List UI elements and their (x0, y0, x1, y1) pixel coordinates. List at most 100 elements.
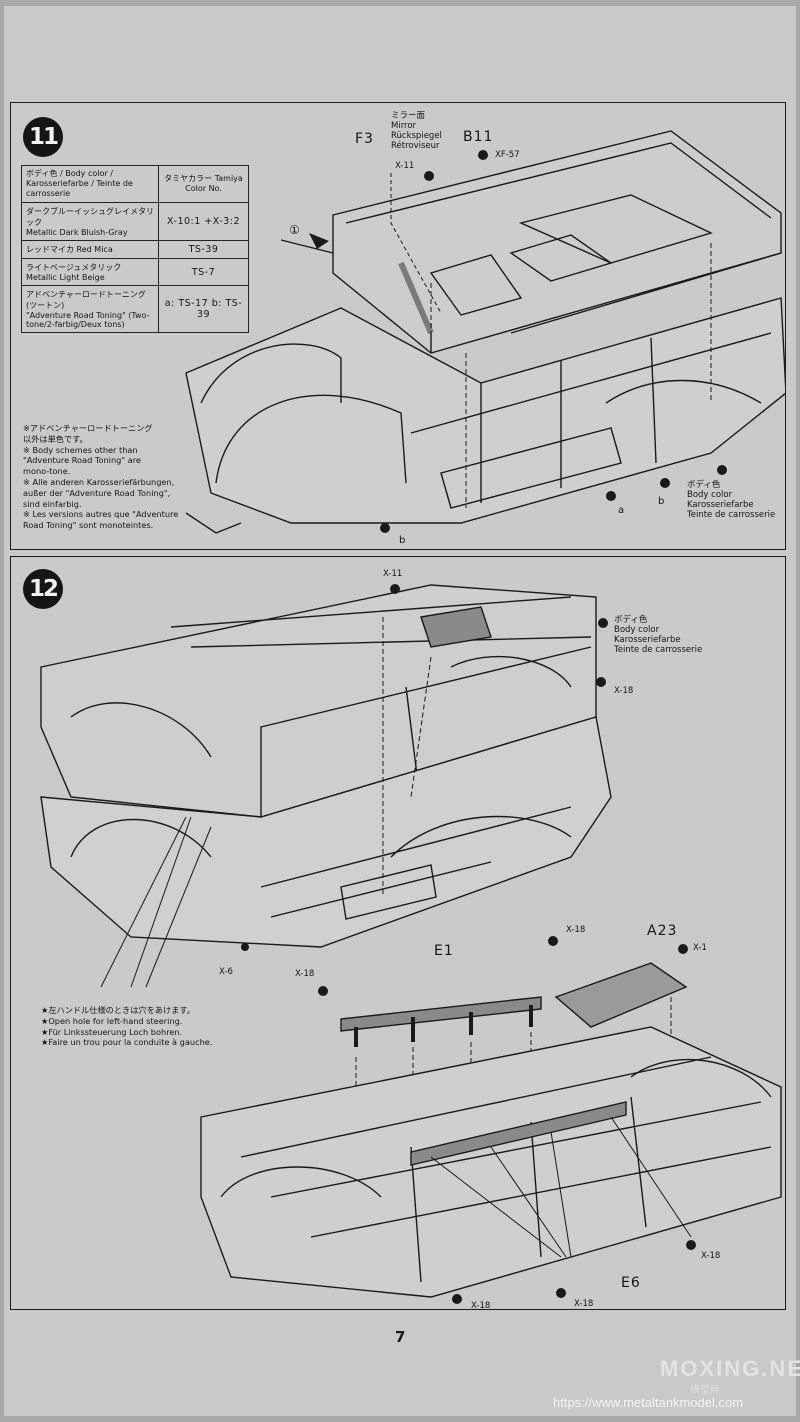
paint-dot-icon (548, 936, 558, 946)
color-name: "Adventure Road Toning" (Two-tone/2-farb… (26, 311, 150, 329)
paint-dot-icon (390, 584, 400, 594)
note-line: ※アドベンチャーロードトーニング (23, 423, 153, 433)
header-body-color: ボディ色 / Body color / Karosseriefarbe / Te… (21, 165, 159, 203)
paint-dot-icon (686, 1240, 696, 1250)
color-value: X-10:1 +X-3:2 (158, 202, 249, 241)
note-line: außer der "Adventure Road Toning", (23, 487, 171, 498)
color-row: アドベンチャーロードトーニング (ツートン) "Adventure Road T… (21, 285, 249, 333)
paint-dot-icon (424, 171, 434, 181)
color-name-cell: ダークブルーイッシュグレイメタリック Metallic Dark Bluish-… (21, 202, 159, 241)
color-row: ダークブルーイッシュグレイメタリック Metallic Dark Bluish-… (21, 202, 249, 241)
paint-dot-icon (596, 677, 606, 687)
part-e6-label: E6 (621, 1275, 641, 1291)
paint-dot-icon (678, 944, 688, 954)
step-12-panel: 12 (10, 556, 786, 1311)
color-b-label-bottom: b (399, 535, 406, 546)
x11-paint-label: X-11 (383, 569, 403, 579)
part-b11-label: B11 (463, 129, 494, 145)
color-value: a: TS-17 b: TS-39 (158, 285, 249, 333)
part-e6-bar (410, 1101, 627, 1166)
mirror-en: Mirror (391, 121, 417, 131)
step-11-panel: 11 ボディ色 / Body color / Karosseriefarbe /… (10, 102, 786, 550)
color-name: Metallic Light Beige (26, 273, 105, 282)
x6-paint-label: X-6 (219, 967, 233, 977)
x1-paint-label: X-1 (693, 943, 707, 953)
note-line: ※ Alle anderen Karosseriefärbungen, (23, 476, 175, 487)
body-color-jp: ボディ色 (614, 615, 648, 625)
color-table-header: ボディ色 / Body color / Karosseriefarbe / Te… (21, 165, 249, 203)
part-e1-label: E1 (434, 943, 454, 959)
x11-paint-label: X-11 (395, 161, 415, 171)
body-color-label: ボディ色 Body color Karosseriefarbe Teinte d… (687, 480, 775, 520)
note-line: ★Open hole for left-hand steering. (41, 1015, 183, 1026)
note-line: ★Für Linkssteuerung Loch bohren. (41, 1026, 183, 1037)
x18-bottom-mid-label: X-18 (574, 1299, 594, 1309)
body-color-jp: ボディ色 (687, 480, 721, 490)
interior-tub-rim (345, 142, 772, 224)
paint-dot-icon (318, 986, 328, 996)
step-12-number: 12 (23, 569, 63, 609)
paint-dot-icon (717, 465, 727, 475)
xf57-paint-label: XF-57 (495, 150, 520, 160)
lower-shell-outline (40, 716, 612, 948)
body-color-de: Karosseriefarbe (687, 500, 754, 510)
header-tamiya-color: タミヤカラー Tamiya Color No. (158, 165, 249, 203)
body-color-fr: Teinte de carrosserie (687, 510, 776, 520)
body-color-en: Body color (614, 625, 660, 635)
x18-bottom-right-label: X-18 (701, 1251, 721, 1261)
body-color-label: ボディ色 Body color Karosseriefarbe Teinte d… (614, 615, 702, 655)
arrow-icon (309, 233, 329, 249)
note-line: sind einfarbig. (23, 498, 82, 509)
part-f3-label: F3 (355, 131, 374, 147)
part-a23-tank (554, 962, 688, 1028)
part-a23-label: A23 (647, 923, 678, 939)
steering-hole-note: ★左ハンドル仕様のときは穴をあけます。 ★Open hole for left-… (41, 1005, 212, 1048)
color-name: Red Mica (76, 245, 113, 254)
paint-dot-icon (598, 618, 608, 628)
color-name-jp: ダークブルーイッシュグレイメタリック (26, 207, 154, 227)
mirror-de: Rückspiegel (391, 131, 442, 141)
note-line: "Adventure Road Toning" are (23, 455, 141, 466)
note-line: mono-tone. (23, 466, 71, 477)
note-line: 以外は単色です。 (23, 433, 88, 444)
paint-color-table: ボディ色 / Body color / Karosseriefarbe / Te… (21, 165, 249, 333)
watermark-brand: MOXING.NET (660, 1356, 800, 1381)
note-line: ★左ハンドル仕様のときは穴をあけます。 (41, 1005, 195, 1015)
watermark-brand-cn: 模型网 (690, 1385, 720, 1396)
step-11-number: 11 (23, 117, 63, 157)
color-a-label: a (618, 505, 625, 516)
instruction-page: 11 ボディ色 / Body color / Karosseriefarbe /… (4, 6, 796, 1416)
x18-bottom-left-label: X-18 (471, 1301, 491, 1311)
paint-dot-icon (660, 478, 670, 488)
note-line: ※ Les versions autres que "Adventure (23, 509, 179, 520)
paint-dot-icon (478, 150, 488, 160)
step-ref-1-label: ① (289, 223, 300, 237)
body-color-en: Body color (687, 490, 733, 500)
color-name-jp: アドベンチャーロードトーニング (ツートン) (26, 290, 146, 310)
note-line: ★Faire un trou pour la conduite à gauche… (41, 1037, 213, 1048)
mirror-fr: Rétroviseur (391, 141, 440, 151)
note-line: ※ Body schemes other than (23, 444, 138, 455)
watermark-url: https://www.metaltankmodel.com (553, 1395, 744, 1410)
page-number: 7 (395, 1328, 406, 1346)
screw-hole-icon (241, 943, 249, 951)
color-name-jp: レッドマイカ (26, 245, 74, 254)
two-tone-note: ※アドベンチャーロードトーニング 以外は単色です。 ※ Body schemes… (23, 423, 178, 531)
body-color-fr: Teinte de carrosserie (614, 645, 703, 655)
x18-e1-label: X-18 (566, 925, 586, 935)
x18-e1-left-label: X-18 (295, 969, 315, 979)
color-row: ライトベージュメタリック Metallic Light Beige TS-7 (21, 258, 249, 286)
paint-dot-icon (452, 1294, 462, 1304)
paint-dot-icon (606, 491, 616, 501)
step-12-drawing (40, 584, 782, 1304)
x18-paint-label: X-18 (614, 686, 634, 696)
body-color-de: Karosseriefarbe (614, 635, 681, 645)
paint-dot-icon (556, 1288, 566, 1298)
color-row: レッドマイカ Red Mica TS-39 (21, 240, 249, 259)
color-name-jp: ライトベージュメタリック (26, 263, 122, 272)
color-name: Metallic Dark Bluish-Gray (26, 228, 128, 237)
mirror-face-jp: ミラー面 (391, 111, 426, 121)
color-name-cell: アドベンチャーロードトーニング (ツートン) "Adventure Road T… (21, 285, 159, 333)
step-11-body-drawing (185, 130, 785, 534)
part-e1-bar (340, 996, 542, 1032)
